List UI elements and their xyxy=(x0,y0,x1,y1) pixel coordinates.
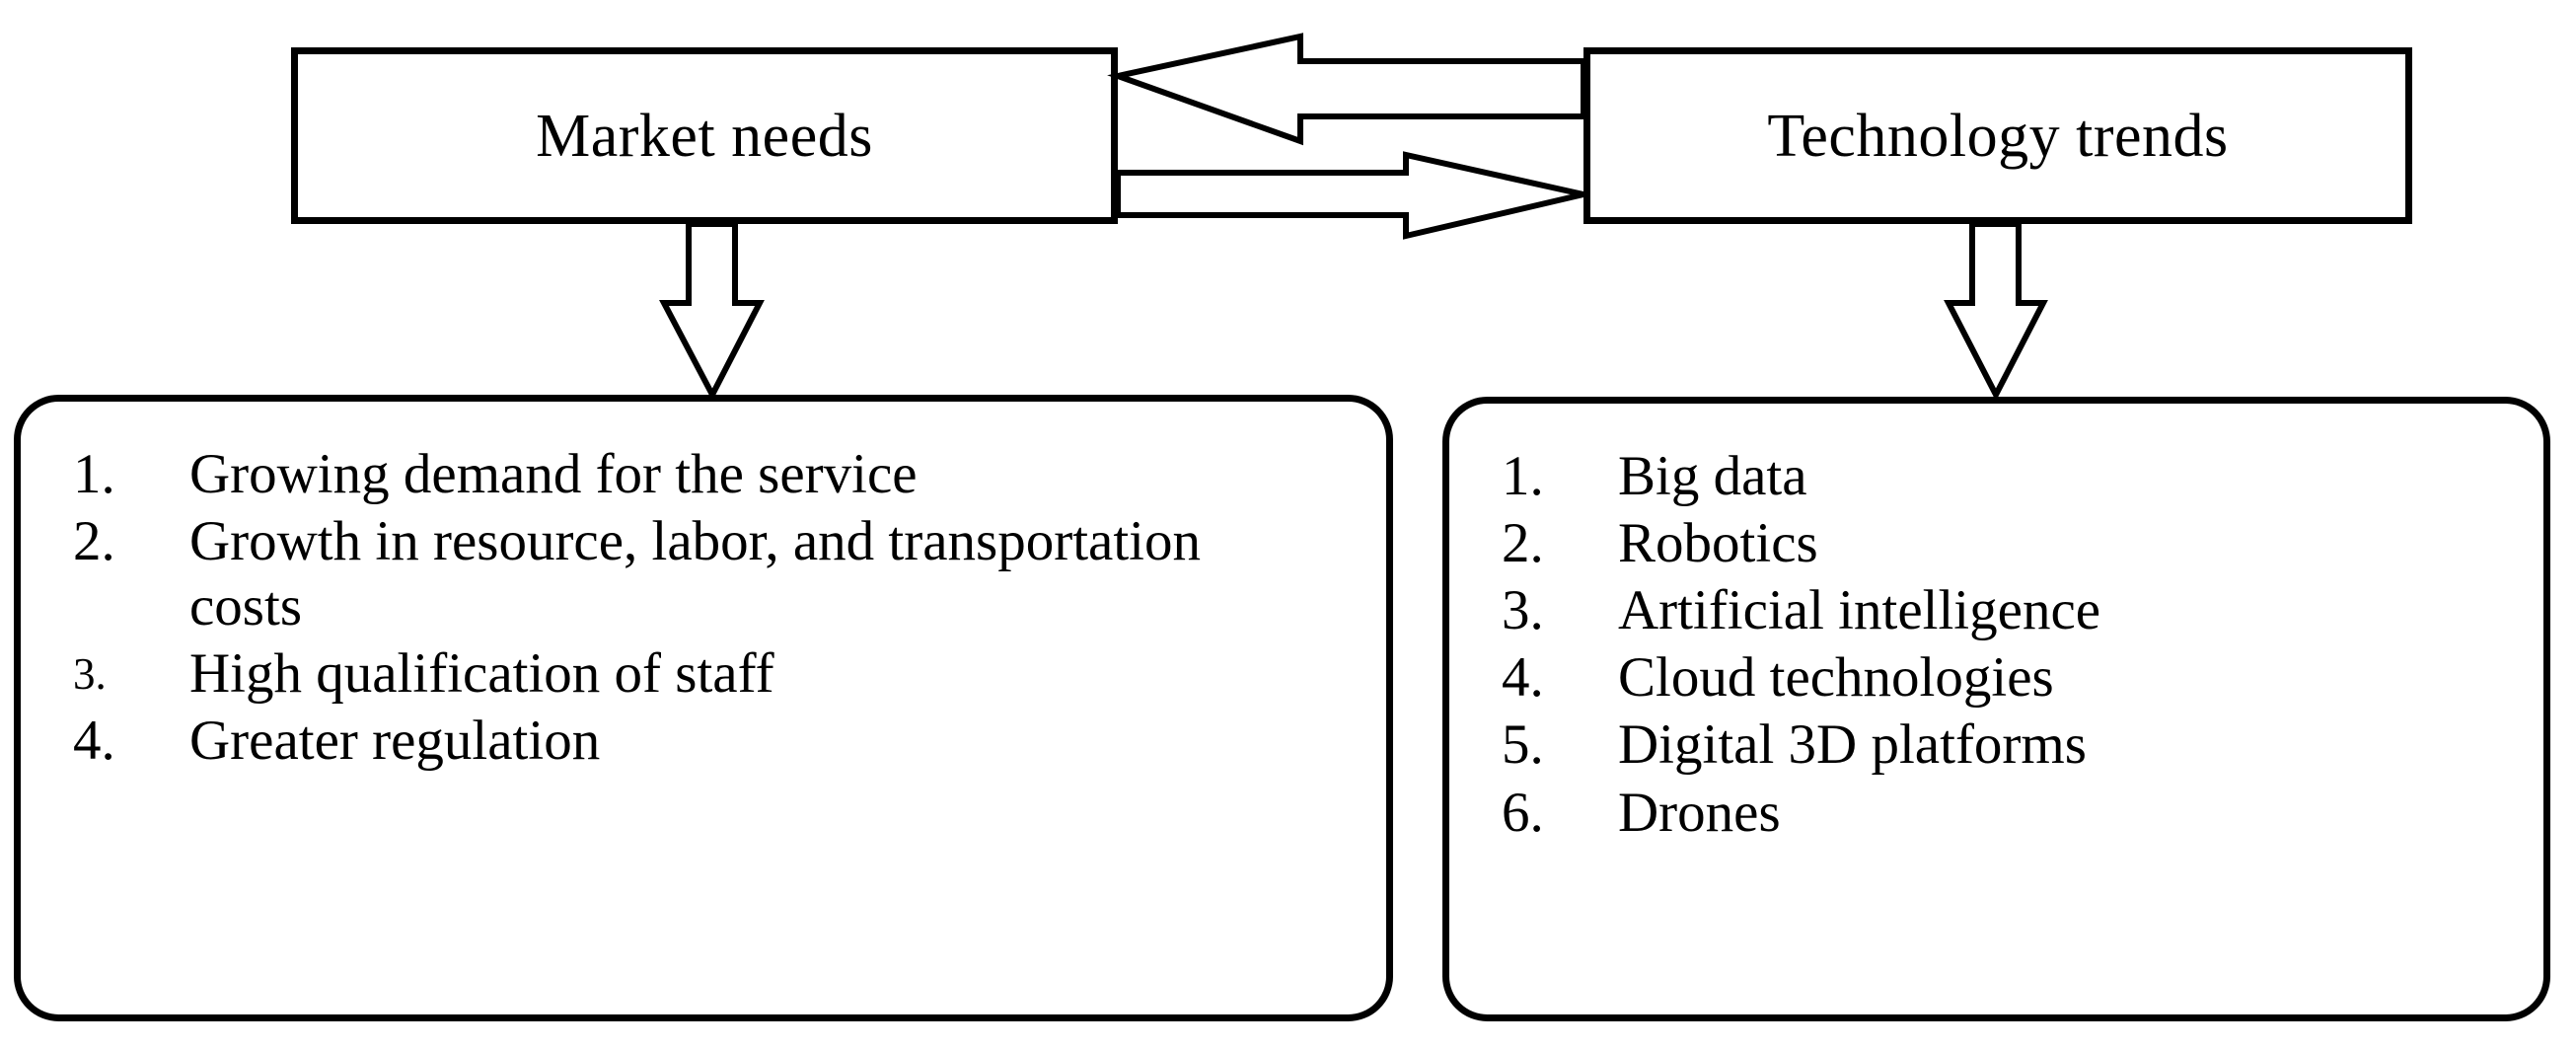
list-item: 4. Greater regulation xyxy=(73,709,1354,774)
market-needs-list: 1. Growing demand for the service 2. Gro… xyxy=(73,442,1354,775)
arrow-down-market-needs xyxy=(659,221,765,402)
market-needs-list-panel: 1. Growing demand for the service 2. Gro… xyxy=(14,395,1393,1021)
list-item-label: Growing demand for the service xyxy=(189,443,918,505)
list-item: 4. Cloud technologies xyxy=(1502,645,2511,711)
list-item: 1. Big data xyxy=(1502,444,2511,509)
arrow-technology-to-market xyxy=(1107,33,1586,146)
list-item-number: 3. xyxy=(1502,579,1544,642)
list-item: 1. Growing demand for the service xyxy=(73,442,1354,507)
market-needs-list-box xyxy=(14,395,1393,1021)
list-item-label: Digital 3D platforms xyxy=(1618,713,2087,777)
list-item-label: Artificial intelligence xyxy=(1618,579,2101,642)
list-item-label: Cloud technologies xyxy=(1618,646,2054,710)
technology-trends-list: 1. Big data 2. Robotics 3. Artificial in… xyxy=(1502,444,2511,846)
list-item-label: Drones xyxy=(1618,781,1781,844)
list-item-number: 1. xyxy=(73,443,115,505)
list-item-label: Robotics xyxy=(1618,512,1818,575)
arrow-market-to-technology xyxy=(1115,151,1584,240)
technology-trends-list-box xyxy=(1442,397,2550,1021)
list-item-number: 2. xyxy=(73,510,115,573)
list-item-label: Big data xyxy=(1618,445,1807,507)
list-item: 5. Digital 3D platforms xyxy=(1502,712,2511,778)
list-item-number: 6. xyxy=(1502,781,1544,844)
market-needs-title: Market needs xyxy=(291,47,1118,224)
list-item-number: 2. xyxy=(1502,512,1544,575)
list-item-number: 3. xyxy=(73,649,107,700)
list-item-label: Growth in resource, labor, and transport… xyxy=(189,510,1201,638)
market-needs-title-text: Market needs xyxy=(536,102,873,170)
list-item-number: 4. xyxy=(1502,646,1544,710)
market-needs-box xyxy=(291,47,1118,224)
technology-trends-list-panel: 1. Big data 2. Robotics 3. Artificial in… xyxy=(1442,397,2550,1021)
list-item-label: High qualification of staff xyxy=(189,642,774,706)
list-item: 2. Robotics xyxy=(1502,511,2511,576)
list-item-number: 5. xyxy=(1502,713,1544,777)
list-item-number: 4. xyxy=(73,710,115,773)
technology-trends-title: Technology trends xyxy=(1583,47,2412,224)
technology-trends-box xyxy=(1583,47,2412,224)
arrow-down-technology-trends xyxy=(1944,221,2048,402)
technology-trends-title-text: Technology trends xyxy=(1767,102,2229,170)
list-item-number: 1. xyxy=(1502,445,1544,507)
list-item: 2. Growth in resource, labor, and transp… xyxy=(73,509,1354,639)
list-item: 6. Drones xyxy=(1502,781,2511,846)
list-item: 3. High qualification of staff xyxy=(73,641,1354,707)
list-item: 3. Artificial intelligence xyxy=(1502,578,2511,643)
list-item-label: Greater regulation xyxy=(189,710,601,773)
